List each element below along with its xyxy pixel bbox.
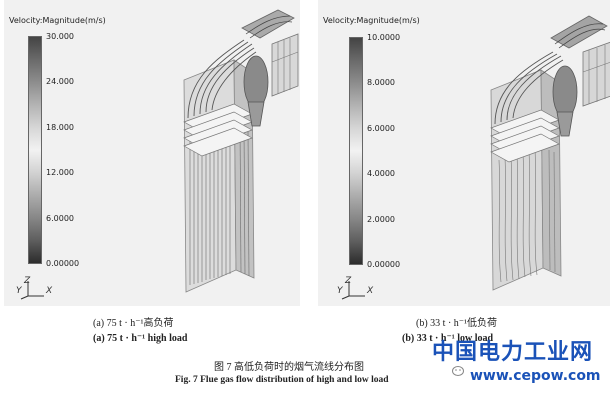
figure-panel-high-load: Velocity:Magnitude(m/s) 30.000 24.000 18… — [4, 0, 300, 306]
axis-label-y: Y — [16, 286, 22, 296]
watermark-site-name: 中国电力工业网 — [432, 340, 594, 365]
legend-tick: 4.0000 — [367, 169, 395, 178]
wechat-icon — [452, 366, 464, 376]
legend-title: Velocity:Magnitude(m/s) — [323, 16, 420, 25]
legend-title: Velocity:Magnitude(m/s) — [9, 16, 106, 25]
caption-a-en: (a) 75 t · h⁻¹ high load — [93, 333, 188, 344]
flue-gas-streamline-render-low — [490, 15, 610, 291]
figure-panel-low-load: Velocity:Magnitude(m/s) 10.0000 8.0000 6… — [318, 0, 610, 306]
axis-label-x: X — [46, 286, 53, 296]
legend-tick: 2.0000 — [367, 215, 395, 224]
flue-gas-streamline-render-high — [183, 9, 299, 293]
legend-tick: 24.000 — [46, 77, 74, 86]
legend-tick: 30.000 — [46, 32, 74, 41]
legend-tick: 0.00000 — [46, 259, 80, 268]
legend-tick: 12.000 — [46, 168, 74, 177]
legend-tick: 10.0000 — [367, 33, 401, 42]
legend-tick: 6.0000 — [46, 214, 74, 223]
axis-label-z: Z — [345, 276, 352, 286]
caption-b-cn: (b) 33 t · h⁻¹低负荷 — [416, 318, 498, 329]
legend-tick: 8.0000 — [367, 78, 395, 87]
axis-label-x: X — [367, 286, 374, 296]
color-scale-bar — [28, 36, 42, 264]
legend-tick: 6.0000 — [367, 124, 395, 133]
color-scale-bar — [349, 37, 363, 265]
legend-tick: 18.000 — [46, 123, 74, 132]
figure-title-en: Fig. 7 Flue gas flow distribution of hig… — [175, 375, 389, 385]
caption-b-en: (b) 33 t · h⁻¹ low load — [402, 333, 494, 344]
caption-a-cn: (a) 75 t · h⁻¹高负荷 — [93, 318, 174, 329]
axis-triad-icon — [341, 281, 365, 300]
axis-label-y: Y — [337, 286, 343, 296]
axis-triad-icon — [20, 281, 44, 300]
watermark-url: www.cepow.com — [470, 368, 601, 384]
axis-label-z: Z — [24, 276, 31, 286]
legend-tick: 0.00000 — [367, 260, 401, 269]
figure-title-cn: 图 7 高低负荷时的烟气流线分布图 — [214, 362, 364, 373]
